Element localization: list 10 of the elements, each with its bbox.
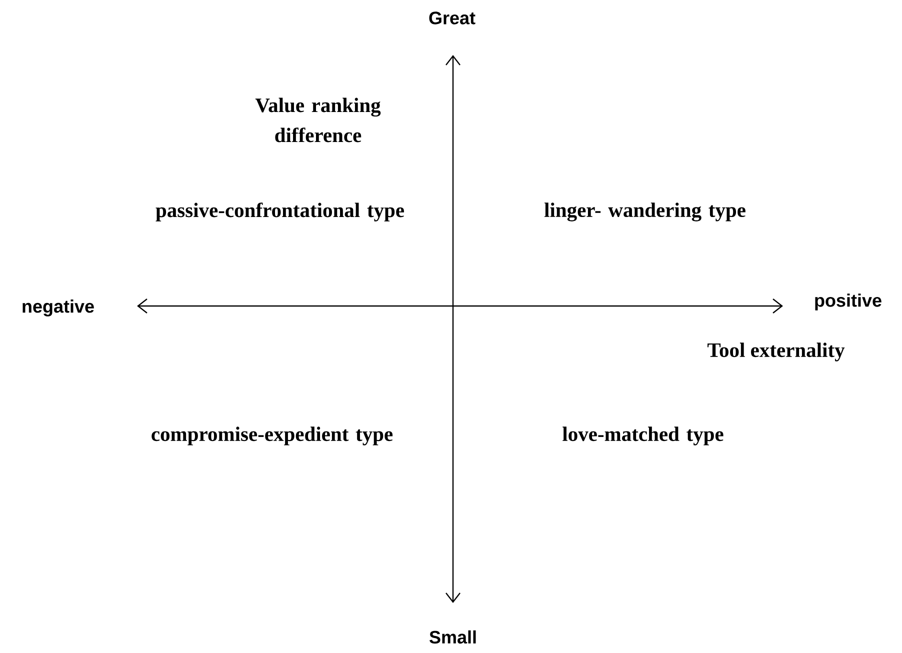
axis-label: negative xyxy=(22,300,94,316)
quadrant-label: love-matched type xyxy=(562,426,724,446)
axis-label: Great xyxy=(429,12,476,24)
axis-title: Tool externality xyxy=(708,342,845,362)
axis-label: positive xyxy=(815,294,882,310)
axis-label: Small xyxy=(430,630,476,644)
quadrant-label: compromise-expedient type xyxy=(152,426,393,446)
quadrant-label: linger- wandering type xyxy=(544,202,746,222)
quadrant-label: passive-confrontational type xyxy=(156,202,404,222)
axis-title: Value ranking difference xyxy=(255,98,381,142)
